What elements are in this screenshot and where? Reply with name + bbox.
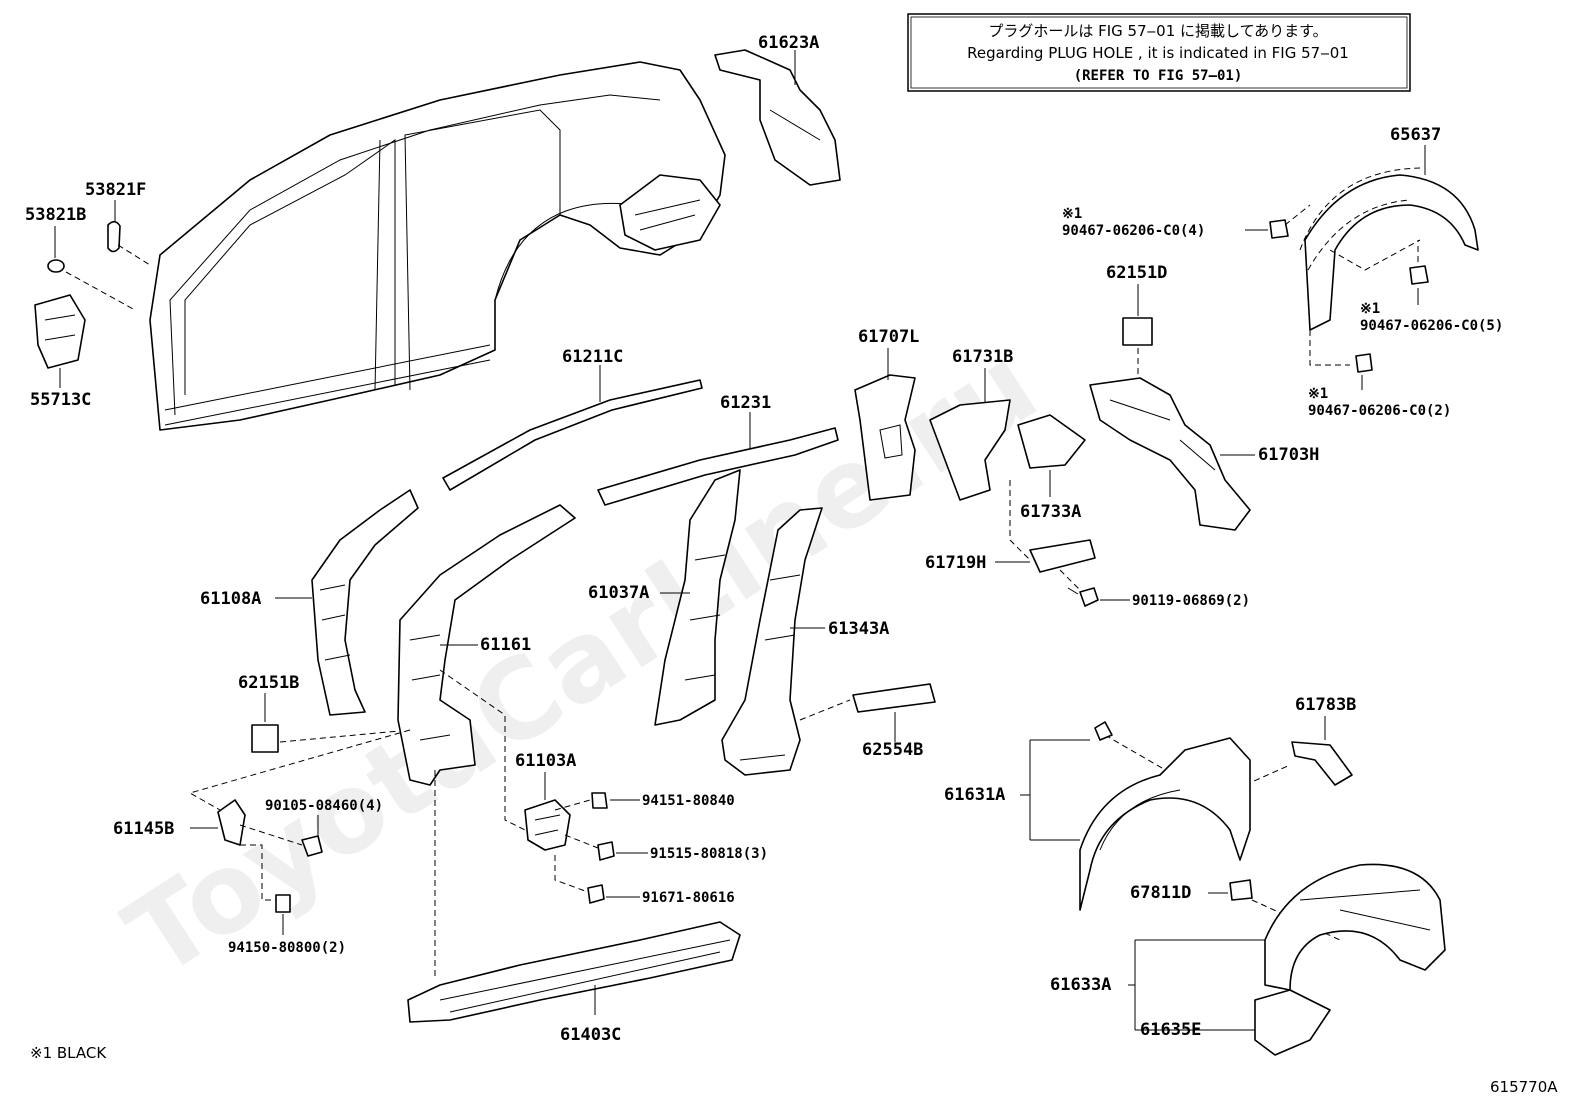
body-side-outer-panel <box>149 61 726 431</box>
clip-90467-b <box>1409 265 1429 285</box>
figure-code: 615770A <box>1490 1078 1558 1096</box>
part-61633A-shape <box>1264 863 1446 991</box>
label-90467-5: 90467-06206-C0(5) <box>1360 318 1503 334</box>
bolt-90105 <box>301 835 323 857</box>
note-line-1: プラグホールは FIG 57‒01 に掲載してあります。 <box>988 22 1327 40</box>
label-61703H: 61703H <box>1258 445 1319 465</box>
part-62554B-shape <box>852 683 936 713</box>
label-67811D: 67811D <box>1130 883 1191 903</box>
part-62151D-shape <box>1122 317 1153 346</box>
part-61145B-shape <box>217 799 246 846</box>
label-90105: 90105-08460(4) <box>265 798 383 814</box>
part-61343A-shape <box>721 507 823 776</box>
bolt-90119 <box>1067 587 1099 607</box>
part-61211C-shape <box>442 379 703 491</box>
nut-94151 <box>591 792 608 809</box>
label-61103A: 61103A <box>515 751 576 771</box>
clip-61631A <box>1094 721 1113 741</box>
bolt-91671 <box>587 884 605 904</box>
label-90119: 90119-06869(2) <box>1132 593 1250 609</box>
label-94151: 94151-80840 <box>642 793 735 809</box>
part-61635E-shape <box>1254 989 1331 1056</box>
part-61703H-shape <box>1089 377 1251 531</box>
part-67811D-shape <box>1229 879 1253 901</box>
part-55713C-shape <box>34 294 86 369</box>
label-62151D: 62151D <box>1106 263 1167 283</box>
part-61731B-shape <box>929 399 1011 501</box>
part-61037A-shape <box>654 469 741 726</box>
part-61783B-shape <box>1291 741 1353 786</box>
label-61145B: 61145B <box>113 819 174 839</box>
mark-1-a: ※1 <box>1062 206 1082 222</box>
mark-1-c: ※1 <box>1308 386 1328 402</box>
label-61733A: 61733A <box>1020 502 1081 522</box>
label-61707L: 61707L <box>858 327 919 347</box>
label-53821B: 53821B <box>25 205 86 225</box>
label-62151B: 62151B <box>238 673 299 693</box>
label-91515: 91515-80818(3) <box>650 846 768 862</box>
part-61707L-shape <box>854 374 916 501</box>
label-61231: 61231 <box>720 393 771 413</box>
label-61037A: 61037A <box>588 583 649 603</box>
clip-90467-a <box>1269 219 1289 239</box>
label-91671: 91671-80616 <box>642 890 735 906</box>
label-65637: 65637 <box>1390 125 1441 145</box>
part-61719H-shape <box>1029 539 1096 573</box>
label-53821F: 53821F <box>85 180 146 200</box>
plug-53821B <box>47 259 65 273</box>
label-90467-4: 90467-06206-C0(4) <box>1062 223 1205 239</box>
part-61623A-shape <box>714 49 841 186</box>
bolt-91515 <box>597 841 615 861</box>
label-61623A: 61623A <box>758 33 819 53</box>
label-62554B: 62554B <box>862 740 923 760</box>
clip-90467-c <box>1355 353 1373 373</box>
label-90467-2: 90467-06206-C0(2) <box>1308 403 1451 419</box>
label-94150: 94150-80800(2) <box>228 940 346 956</box>
part-61231-shape <box>597 427 839 506</box>
part-61631A-shape <box>1079 737 1251 911</box>
label-55713C: 55713C <box>30 390 91 410</box>
part-61103A-shape <box>524 799 571 851</box>
part-65637-shape <box>1299 167 1479 366</box>
part-61161-shape <box>397 504 576 786</box>
mark-1-b: ※1 <box>1360 301 1380 317</box>
nut-94150 <box>275 894 291 913</box>
label-61631A: 61631A <box>944 785 1005 805</box>
label-61343A: 61343A <box>828 619 889 639</box>
part-61733A-shape <box>1017 414 1086 469</box>
label-61161: 61161 <box>480 635 531 655</box>
label-61731B: 61731B <box>952 347 1013 367</box>
part-61108A-shape <box>311 489 419 716</box>
label-61783B: 61783B <box>1295 695 1356 715</box>
part-62151B-shape <box>251 724 279 753</box>
label-61719H: 61719H <box>925 553 986 573</box>
label-61633A: 61633A <box>1050 975 1111 995</box>
footnote: ※1 BLACK <box>30 1044 107 1062</box>
label-61211C: 61211C <box>562 347 623 367</box>
plug-53821F <box>107 220 121 253</box>
label-61108A: 61108A <box>200 589 261 609</box>
note-line-2: Regarding PLUG HOLE , it is indicated in… <box>967 44 1349 62</box>
note-box: プラグホールは FIG 57‒01 に掲載してあります。 Regarding P… <box>907 13 1411 92</box>
label-61403C: 61403C <box>560 1025 621 1045</box>
note-line-3: (REFER TO FIG 57‒01) <box>1074 68 1243 84</box>
label-61635E: 61635E <box>1140 1020 1201 1040</box>
